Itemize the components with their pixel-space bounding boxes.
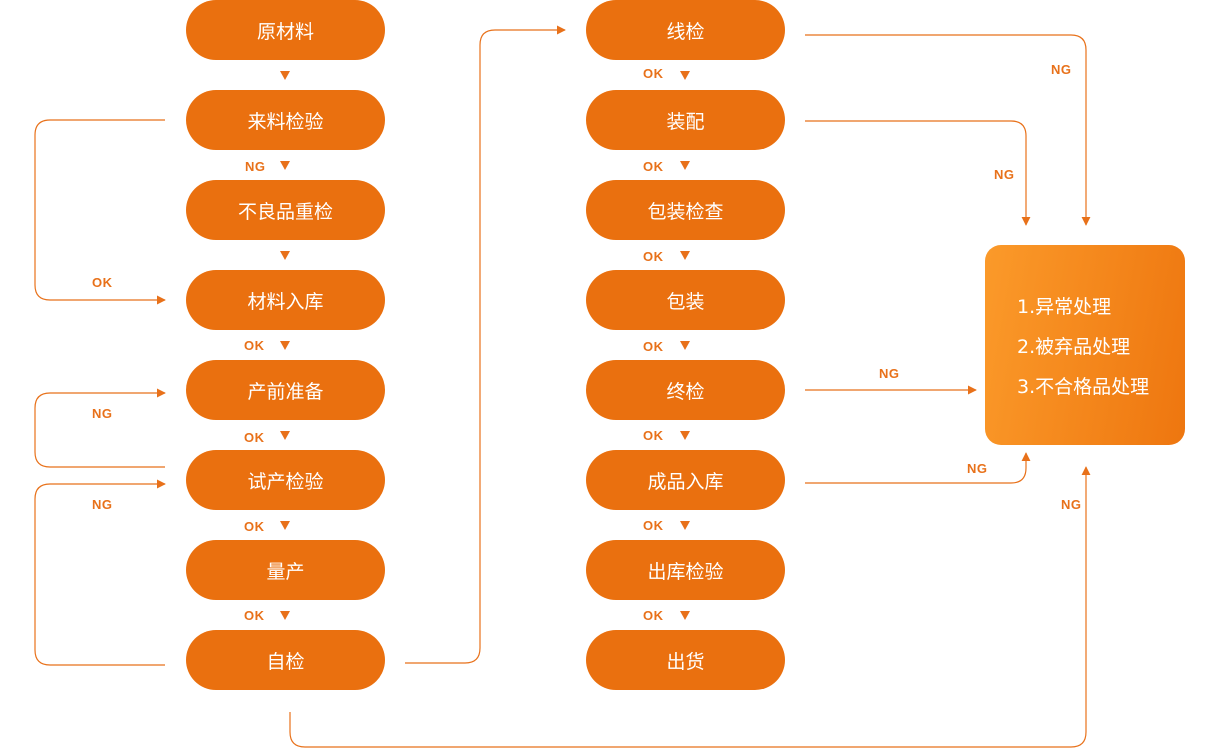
node-packing: 包装 [586, 270, 785, 330]
node-label: 出库检验 [647, 560, 724, 583]
flow-arrow-icon [680, 431, 690, 440]
trial-ng-loop [34, 388, 166, 468]
flow-arrow-icon [280, 611, 290, 620]
flow-arrow-icon [680, 341, 690, 350]
flow-arrow-icon [280, 251, 290, 260]
flow-arrow-icon [680, 611, 690, 620]
flow-arrow-icon [280, 521, 290, 530]
flow-arrow-icon [680, 521, 690, 530]
flow-arrow-icon [680, 251, 690, 260]
assembly-ng-line [805, 120, 1031, 226]
node-label: 装配 [666, 110, 705, 133]
flow-arrow-icon [680, 161, 690, 170]
flow-label: OK [244, 430, 265, 445]
node-label: 终检 [666, 380, 705, 403]
flow-label: OK [643, 608, 664, 623]
node-label: 成品入库 [647, 470, 724, 493]
flow-arrow-icon [280, 431, 290, 440]
ng-label-self-check: NG [1061, 497, 1082, 512]
node-material-storage: 材料入库 [186, 270, 385, 330]
node-outbound-inspection: 出库检验 [586, 540, 785, 600]
ng-label-line-check: NG [1051, 62, 1072, 77]
flow-arrow-icon [680, 71, 690, 80]
flow-label: OK [244, 519, 265, 534]
node-label: 自检 [266, 650, 305, 673]
ng-label-final-check: NG [879, 366, 900, 381]
node-finished-storage: 成品入库 [586, 450, 785, 510]
flow-label: OK [643, 518, 664, 533]
ng-label-warehouse: NG [967, 461, 988, 476]
node-mass-production: 量产 [186, 540, 385, 600]
result-item: 3.不合格品处理 [1017, 376, 1150, 398]
node-final-check: 终检 [586, 360, 785, 420]
node-line-check: 线检 [586, 0, 785, 60]
node-label: 产前准备 [247, 380, 324, 403]
self-check-ng-loop [34, 479, 166, 666]
incoming-ok-loop [34, 119, 166, 305]
ng-handling-box: 1.异常处理 2.被弃品处理 3.不合格品处理 [985, 245, 1185, 445]
node-label: 原材料 [256, 20, 314, 43]
node-trial-inspection: 试产检验 [186, 450, 385, 510]
node-defect-recheck: 不良品重检 [186, 180, 385, 240]
flow-arrow-icon [280, 71, 290, 80]
node-label: 试产检验 [247, 470, 324, 493]
node-label: 包装检查 [647, 200, 724, 223]
flow-label: OK [244, 338, 265, 353]
result-item: 1.异常处理 [1017, 296, 1112, 318]
flow-label: OK [244, 608, 265, 623]
node-incoming-inspection: 来料检验 [186, 90, 385, 150]
line-check-ng-line [805, 34, 1091, 226]
flow-label: OK [643, 339, 664, 354]
warehouse-ng-line [805, 452, 1031, 484]
self-check-to-line-check [405, 25, 566, 664]
node-label: 材料入库 [247, 290, 324, 313]
node-self-check: 自检 [186, 630, 385, 690]
node-packing-check: 包装检查 [586, 180, 785, 240]
node-label: 出货 [666, 650, 705, 673]
loop-label-self-check-ng: NG [92, 497, 113, 512]
flow-label: OK [643, 66, 664, 81]
loop-label-trial-ng: NG [92, 406, 113, 421]
node-label: 线检 [666, 20, 705, 43]
flow-arrow-icon [280, 161, 290, 170]
node-raw-material: 原材料 [186, 0, 385, 60]
node-label: 包装 [666, 290, 705, 313]
flow-arrow-icon [280, 341, 290, 350]
self-check-ng-bottom-line [289, 466, 1091, 748]
flow-label: OK [643, 249, 664, 264]
result-item: 2.被弃品处理 [1017, 336, 1131, 358]
node-label: 不良品重检 [237, 200, 333, 223]
node-label: 量产 [266, 560, 305, 583]
node-pre-production: 产前准备 [186, 360, 385, 420]
node-shipment: 出货 [586, 630, 785, 690]
flow-label: NG [245, 159, 266, 174]
node-assembly: 装配 [586, 90, 785, 150]
ng-label-assembly: NG [994, 167, 1015, 182]
flow-label: OK [643, 428, 664, 443]
loop-label-incoming-ok: OK [92, 275, 113, 290]
flow-label: OK [643, 159, 664, 174]
node-label: 来料检验 [247, 110, 324, 133]
